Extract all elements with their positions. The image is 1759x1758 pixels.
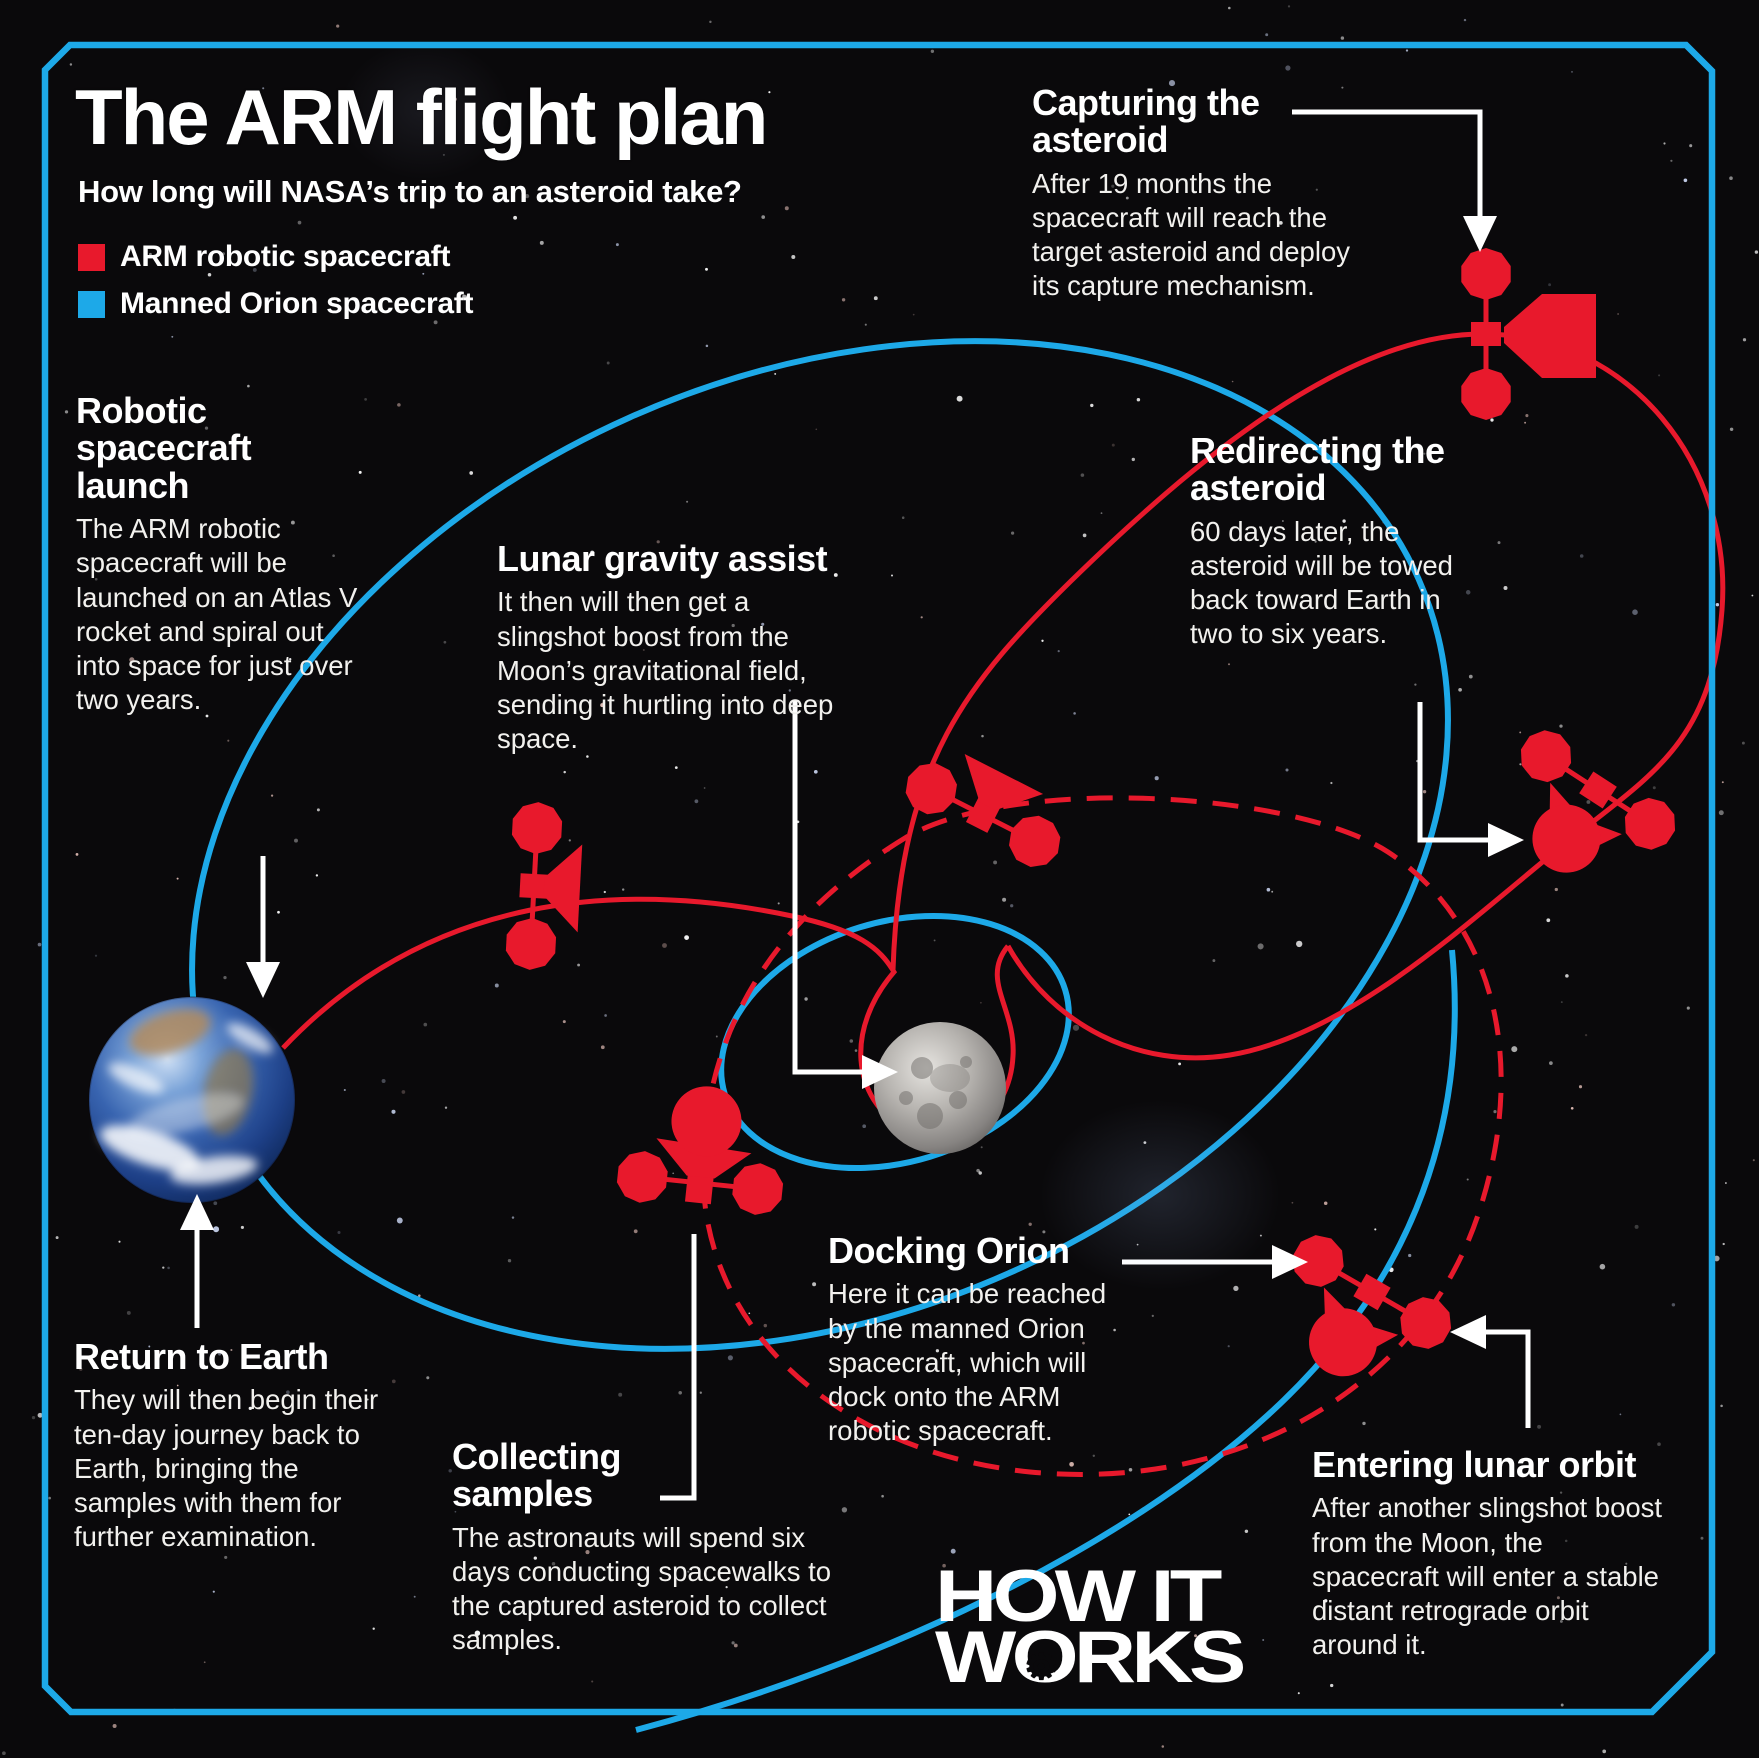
how-it-works-logo: HOW IT WORKS ⚙ [935, 1556, 1246, 1699]
logo-line2: WORKS [935, 1617, 1246, 1699]
arm-spacecraft-towing-icon [1475, 721, 1685, 914]
annotation-body: 60 days later, the asteroid will be towe… [1190, 515, 1453, 650]
earth [88, 996, 296, 1204]
annotation-redirecting: Redirecting the asteroid 60 days later, … [1190, 432, 1500, 651]
down-arrow-icon [1463, 216, 1497, 252]
callout-arrowheads [180, 216, 1524, 1349]
left-arrow-icon [1450, 1315, 1486, 1349]
annotation-heading: Entering lunar orbit [1312, 1444, 1637, 1485]
annotation-heading: Lunar gravity assist [497, 538, 828, 579]
legend-label: ARM robotic spacecraft [120, 240, 451, 273]
right-arrow-icon [1272, 1245, 1308, 1279]
arm-spacecraft-cruise-icon [505, 801, 584, 972]
gear-icon: ⚙ [1023, 1646, 1060, 1687]
annotation-body: After 19 months the spacecraft will reac… [1032, 167, 1350, 302]
annotation-heading: Capturing the asteroid [1032, 82, 1260, 161]
annotation-heading: Redirecting the asteroid [1190, 430, 1445, 509]
annotation-body: The astronauts will spend six days condu… [452, 1521, 832, 1656]
annotation-lunar-assist: Lunar gravity assist It then will then g… [497, 540, 853, 756]
down-arrow-icon [246, 962, 280, 998]
annotation-heading: Collecting samples [452, 1436, 622, 1515]
legend-label: Manned Orion spacecraft [120, 287, 474, 320]
annotation-docking: Docking Orion Here it can be reached by … [828, 1232, 1130, 1448]
capture-mechanism-icon [1504, 294, 1596, 378]
captured-asteroid-icon [671, 1086, 742, 1157]
annotation-body: The ARM robotic spacecraft will be launc… [76, 513, 358, 715]
orion-return-orbit [635, 949, 1458, 1733]
annotation-launch: Robotic spacecraft launch The ARM roboti… [76, 392, 358, 717]
callout-connectors [194, 109, 1531, 1501]
annotation-body: They will then begin their ten-day journ… [74, 1384, 379, 1552]
annotation-heading: Docking Orion [828, 1230, 1070, 1271]
annotation-body: Here it can be reached by the manned Ori… [828, 1278, 1107, 1446]
legend-item-arm: ARM robotic spacecraft [78, 240, 473, 274]
entering-connector [1482, 1329, 1531, 1428]
annotation-return: Return to Earth They will then begin the… [74, 1338, 396, 1554]
right-arrow-icon [1488, 823, 1524, 857]
annotation-heading: Robotic spacecraft launch [76, 390, 252, 506]
arm-spacecraft-capturing-icon [1461, 248, 1596, 420]
annotation-capturing: Capturing the asteroid After 19 months t… [1032, 84, 1384, 303]
annotation-heading: Return to Earth [74, 1336, 329, 1377]
arm-red-swatch-icon [78, 243, 105, 271]
annotation-body: It then will then get a slingshot boost … [497, 586, 834, 754]
up-arrow-icon [180, 1194, 214, 1230]
legend-item-orion: Manned Orion spacecraft [78, 287, 474, 321]
moon [874, 1022, 1006, 1154]
annotation-entering: Entering lunar orbit After another sling… [1312, 1446, 1668, 1662]
arm-spacecraft-slingshot-icon [897, 736, 1079, 875]
orion-blue-swatch-icon [78, 290, 105, 318]
legend: ARM robotic spacecraft Manned Orion spac… [78, 240, 474, 321]
arm-spacecraft-sampling-icon [615, 1086, 785, 1218]
right-arrow-icon [862, 1055, 898, 1089]
logo-line1: HOW IT [935, 1556, 1222, 1637]
annotation-body: After another slingshot boost from the M… [1312, 1492, 1663, 1660]
frame-border [41, 41, 1716, 1716]
lunar-assist-connector [792, 700, 866, 1075]
redirecting-connector [1417, 702, 1492, 843]
asteroid-retrograde-orbit-dashed [700, 795, 1504, 1477]
collecting-connector [660, 1234, 697, 1501]
capturing-connector [1292, 109, 1483, 220]
page-title: The ARM flight plan [75, 73, 768, 161]
page-subtitle: How long will NASA’s trip to an asteroid… [78, 174, 742, 209]
annotation-collecting: Collecting samples The astronauts will s… [452, 1438, 832, 1657]
